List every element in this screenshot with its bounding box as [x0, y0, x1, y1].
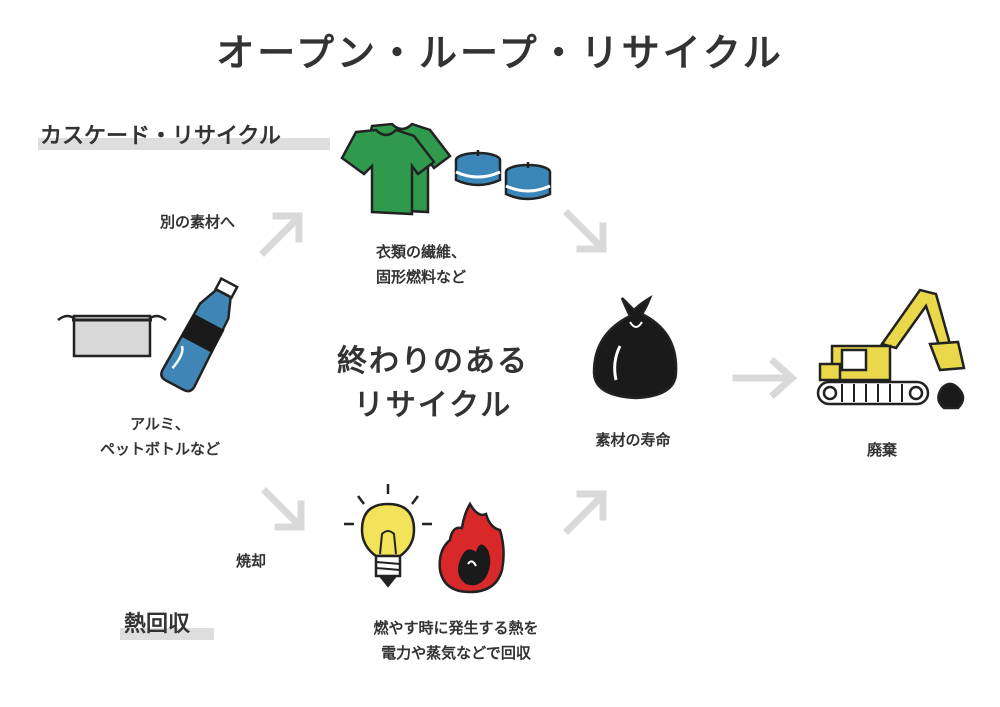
- textiles-caption: 衣類の繊維、 固形燃料など: [336, 240, 506, 290]
- energy-caption-line2: 電力や蒸気などで回収: [381, 644, 531, 662]
- incineration-label: 焼却: [236, 552, 267, 570]
- to-other-material-label: 別の素材へ: [160, 213, 236, 231]
- energy-caption-line1: 燃やす時に発生する熱を: [373, 619, 539, 637]
- textiles-caption-line1: 衣類の繊維、: [375, 243, 466, 261]
- pot-icon: [57, 314, 167, 358]
- excavator-icon: [816, 288, 966, 410]
- fire-icon: [438, 501, 505, 594]
- cascade-label-highlight: [38, 138, 330, 150]
- page-title: オープン・ループ・リサイクル: [216, 31, 784, 75]
- pet-bottle-icon: [160, 276, 239, 393]
- end-of-life-caption: 素材の寿命: [595, 431, 671, 449]
- arrow-icon: [563, 209, 607, 253]
- arrow-icon: [563, 490, 607, 535]
- heat-recovery-label: 熱回収: [124, 612, 191, 637]
- cascade-recycle-label: カスケード・リサイクル: [40, 124, 281, 149]
- arrow-icon: [261, 487, 305, 531]
- tshirt-icon: [340, 122, 452, 216]
- light-bulb-icon: [344, 484, 432, 588]
- garbage-bag-icon: [592, 295, 678, 400]
- arrow-icon: [259, 212, 303, 257]
- textiles-caption-line2: 固形燃料など: [375, 268, 466, 286]
- recyclables-caption: アルミ、 ペットボトルなど: [60, 412, 260, 462]
- recyclables-caption-line1: アルミ、: [130, 415, 190, 433]
- center-heading-line2: リサイクル: [353, 388, 513, 423]
- arrow-icon: [732, 357, 798, 399]
- recyclables-caption-line2: ペットボトルなど: [99, 440, 220, 458]
- center-heading-line1: 終わりのある: [337, 344, 529, 379]
- solid-fuel-icon: [454, 150, 552, 201]
- energy-caption: 燃やす時に発生する熱を 電力や蒸気などで回収: [336, 616, 576, 666]
- disposal-caption: 廃棄: [866, 441, 897, 459]
- center-heading: 終わりのある リサイクル: [318, 340, 548, 428]
- heat-recovery-label-highlight: [120, 628, 214, 640]
